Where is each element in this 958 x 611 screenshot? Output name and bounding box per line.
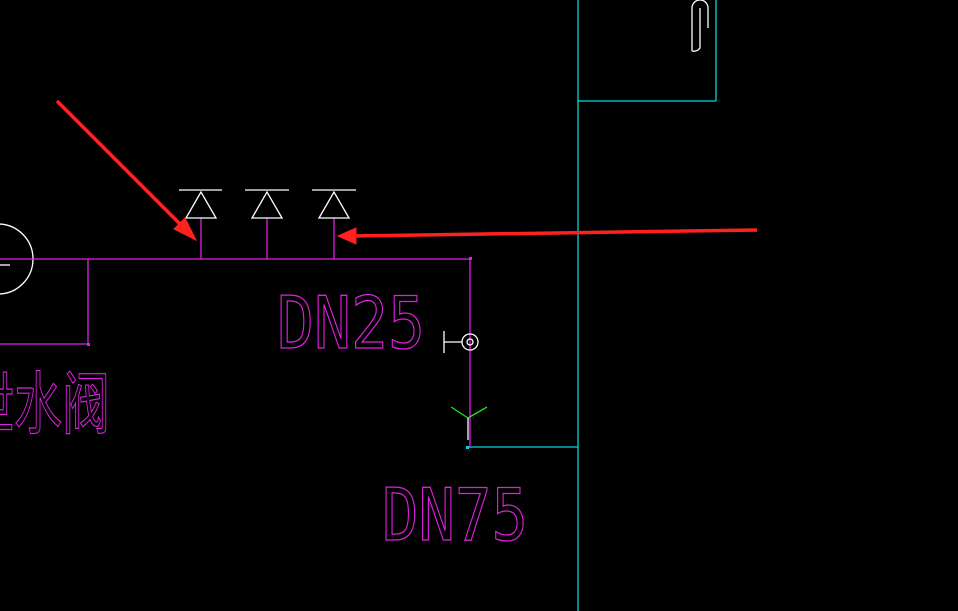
round-valve-icon: [443, 331, 479, 353]
pipe-node-bottom: [466, 446, 469, 449]
pipe-node-top-right: [469, 257, 472, 260]
pipe-size-label-dn75: DN75: [382, 473, 528, 557]
triangle-valve-icon: [245, 189, 289, 219]
y-funnel-icon: [450, 406, 488, 440]
red-arrow-icon: [336, 227, 758, 245]
triangle-valve-icon: [312, 189, 356, 219]
triangle-valve-icon: [179, 189, 222, 219]
door-latch-icon: [691, 0, 709, 52]
red-arrows: [55, 99, 758, 245]
partial-valve-name-label: 泄水阀: [0, 366, 110, 445]
pipe-size-label-dn25: DN25: [277, 281, 425, 365]
cyan-riser-lines: [468, 0, 717, 611]
valve-group: [179, 189, 356, 219]
red-arrow-icon: [55, 99, 198, 242]
pipe-node-left: [87, 343, 90, 346]
